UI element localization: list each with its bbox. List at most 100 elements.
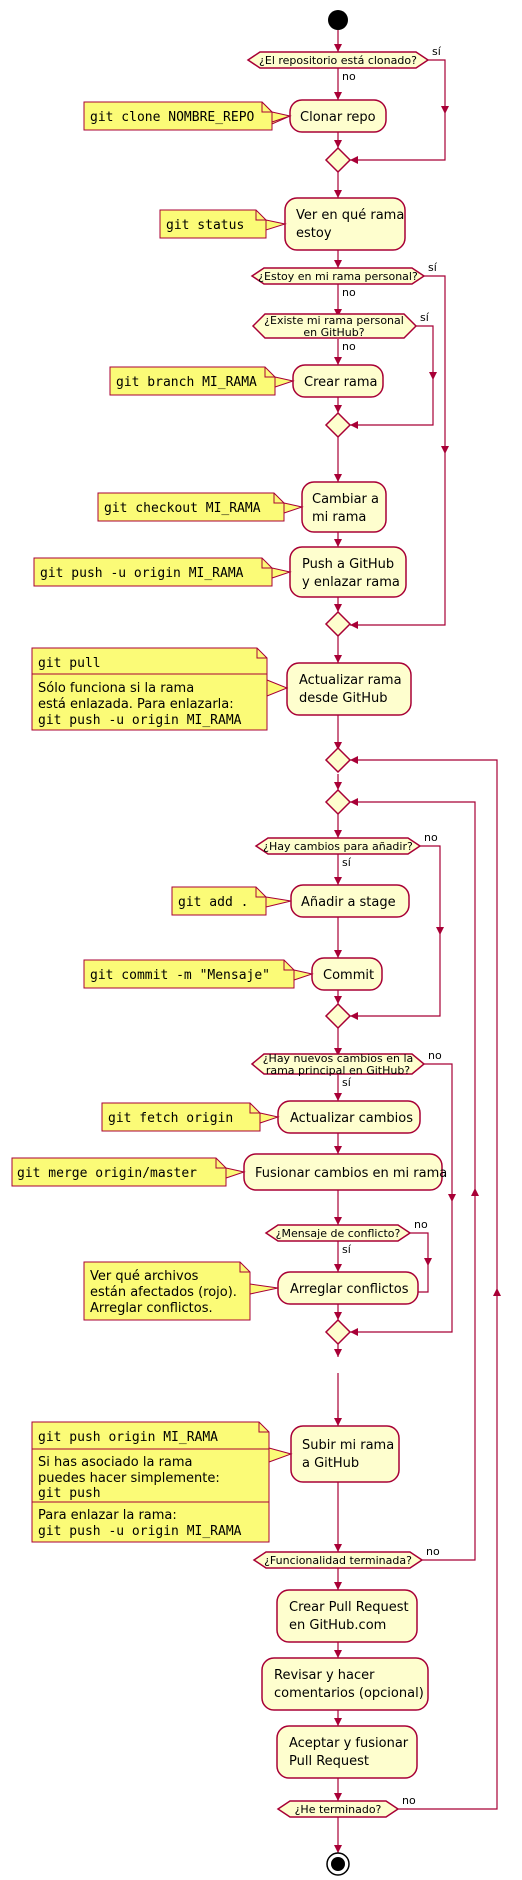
merge-node	[324, 1002, 352, 1030]
note-text: git push -u origin MI_RAMA	[40, 566, 244, 581]
no-label: no	[414, 1218, 428, 1231]
decision-text: ¿Hay nuevos cambios en la	[263, 1052, 414, 1065]
decision-feature-done: ¿Funcionalidad terminada?	[252, 1551, 424, 1569]
activity-text: Actualizar rama	[299, 673, 402, 688]
decision-text: en GitHub?	[303, 326, 364, 339]
activity-text: Crear rama	[304, 375, 378, 390]
activity-text: y enlazar rama	[302, 575, 400, 590]
note-git-push-u: git push -u origin MI_RAMA	[33, 557, 292, 587]
arrowheads	[334, 44, 501, 1853]
decision-text: ¿Estoy en mi rama personal?	[258, 270, 418, 283]
activity-text: desde GitHub	[299, 691, 387, 706]
merge-node	[324, 746, 352, 774]
note-text: git pull	[38, 656, 101, 671]
activity-push-github: Push a GitHub y enlazar rama	[289, 546, 407, 598]
activity-text: Crear Pull Request	[289, 1600, 409, 1615]
note-text: puedes hacer simplemente:	[38, 1471, 220, 1486]
activity-text: Fusionar cambios en mi rama	[255, 1166, 447, 1181]
activity-ver-rama: Ver en qué rama estoy	[284, 197, 406, 251]
activity-pull-request: Crear Pull Request en GitHub.com	[276, 1589, 418, 1643]
note-git-checkout: git checkout MI_RAMA	[97, 492, 304, 522]
note-git-branch: git branch MI_RAMA	[109, 366, 295, 396]
no-label: no	[342, 70, 356, 83]
note-text: git commit -m "Mensaje"	[90, 968, 270, 983]
activity-actualizar-rama: Actualizar rama desde GitHub	[286, 662, 412, 716]
note-text: git checkout MI_RAMA	[104, 501, 261, 516]
note-text: Ver qué archivos	[90, 1269, 199, 1284]
merge-node	[324, 411, 352, 439]
decision-finished: ¿He terminado?	[276, 1800, 400, 1818]
note-text: git fetch origin	[108, 1111, 233, 1126]
activity-text: comentarios (opcional)	[274, 1686, 424, 1701]
note-conflicts: Ver qué archivos están afectados (rojo).…	[83, 1261, 279, 1321]
note-git-add: git add .	[171, 886, 292, 916]
decision-text: rama principal en GitHub?	[266, 1064, 410, 1077]
activity-text: Pull Request	[289, 1754, 369, 1769]
note-git-status: git status	[159, 209, 287, 239]
note-git-fetch: git fetch origin	[101, 1102, 280, 1132]
note-text: git clone NOMBRE_REPO	[90, 110, 255, 125]
note-git-merge: git merge origin/master	[11, 1157, 246, 1187]
note-git-clone: git clone NOMBRE_REPO	[83, 101, 292, 131]
activity-fusionar: Fusionar cambios en mi rama	[243, 1153, 447, 1191]
merge-node	[324, 1318, 352, 1346]
activity-text: Subir mi rama	[302, 1438, 394, 1453]
note-git-pull: git pull Sólo funciona si la rama está e…	[31, 647, 289, 731]
no-label: no	[402, 1794, 416, 1807]
decision-text: ¿Mensaje de conflicto?	[276, 1227, 401, 1240]
note-text: Para enlazar la rama:	[38, 1508, 177, 1523]
yes-label: sí	[428, 261, 438, 274]
decision-changes-to-add: ¿Hay cambios para añadir?	[254, 837, 422, 855]
decision-text: ¿Existe mi rama personal	[264, 314, 404, 327]
yes-label: sí	[342, 856, 352, 869]
decision-conflict-message: ¿Mensaje de conflicto?	[264, 1224, 412, 1242]
flow-edges	[337, 30, 498, 1853]
yes-label: sí	[420, 311, 430, 324]
activity-revisar: Revisar y hacer comentarios (opcional)	[261, 1657, 429, 1711]
note-text: git status	[166, 218, 244, 233]
activity-subir: Subir mi rama a GitHub	[290, 1425, 400, 1483]
activity-text: Commit	[323, 968, 374, 983]
activity-commit: Commit	[311, 957, 383, 991]
note-text: git push -u origin MI_RAMA	[38, 1524, 242, 1539]
note-text: Sólo funciona si la rama	[38, 681, 194, 696]
no-label: no	[428, 1049, 442, 1062]
activity-text: Revisar y hacer	[274, 1668, 375, 1683]
note-text: Si has asociado la rama	[38, 1455, 193, 1470]
no-label: no	[342, 286, 356, 299]
activity-actualizar-cambios: Actualizar cambios	[277, 1100, 421, 1134]
yes-label: sí	[342, 1243, 352, 1256]
activity-arreglar: Arreglar conflictos	[277, 1271, 419, 1305]
activity-text: Añadir a stage	[301, 895, 396, 910]
merge-node	[324, 788, 352, 816]
no-label: no	[426, 1545, 440, 1558]
activity-text: Ver en qué rama	[296, 208, 404, 223]
decision-branch-on-github: ¿Existe mi rama personal en GitHub?	[251, 313, 418, 339]
note-text: Arreglar conflictos.	[90, 1301, 213, 1316]
note-text: git branch MI_RAMA	[116, 375, 257, 390]
note-text: git push -u origin MI_RAMA	[38, 713, 242, 728]
activity-clonar: Clonar repo	[289, 99, 387, 133]
activity-text: Aceptar y fusionar	[289, 1736, 409, 1751]
no-label: no	[424, 831, 438, 844]
activity-crear-rama: Crear rama	[292, 364, 384, 398]
activity-text: a GitHub	[302, 1456, 359, 1471]
end-node	[326, 1852, 350, 1876]
activity-cambiar-rama: Cambiar a mi rama	[301, 481, 387, 533]
merge-node	[324, 146, 352, 174]
decision-repo-cloned: ¿El repositorio está clonado?	[246, 51, 430, 69]
yes-label: sí	[342, 1076, 352, 1089]
no-label: no	[342, 340, 356, 353]
note-text: git push	[38, 1486, 101, 1501]
decision-personal-branch: ¿Estoy en mi rama personal?	[250, 267, 426, 285]
yes-label: sí	[432, 45, 442, 58]
activity-text: mi rama	[312, 510, 366, 525]
decision-text: ¿Funcionalidad terminada?	[264, 1554, 412, 1567]
activity-text: Push a GitHub	[302, 557, 394, 572]
activity-text: Actualizar cambios	[290, 1111, 413, 1126]
activity-anadir-stage: Añadir a stage	[290, 884, 410, 918]
activity-text: estoy	[296, 226, 332, 241]
decision-new-changes-main: ¿Hay nuevos cambios en la rama principal…	[250, 1052, 426, 1077]
note-text: git add .	[178, 895, 248, 910]
